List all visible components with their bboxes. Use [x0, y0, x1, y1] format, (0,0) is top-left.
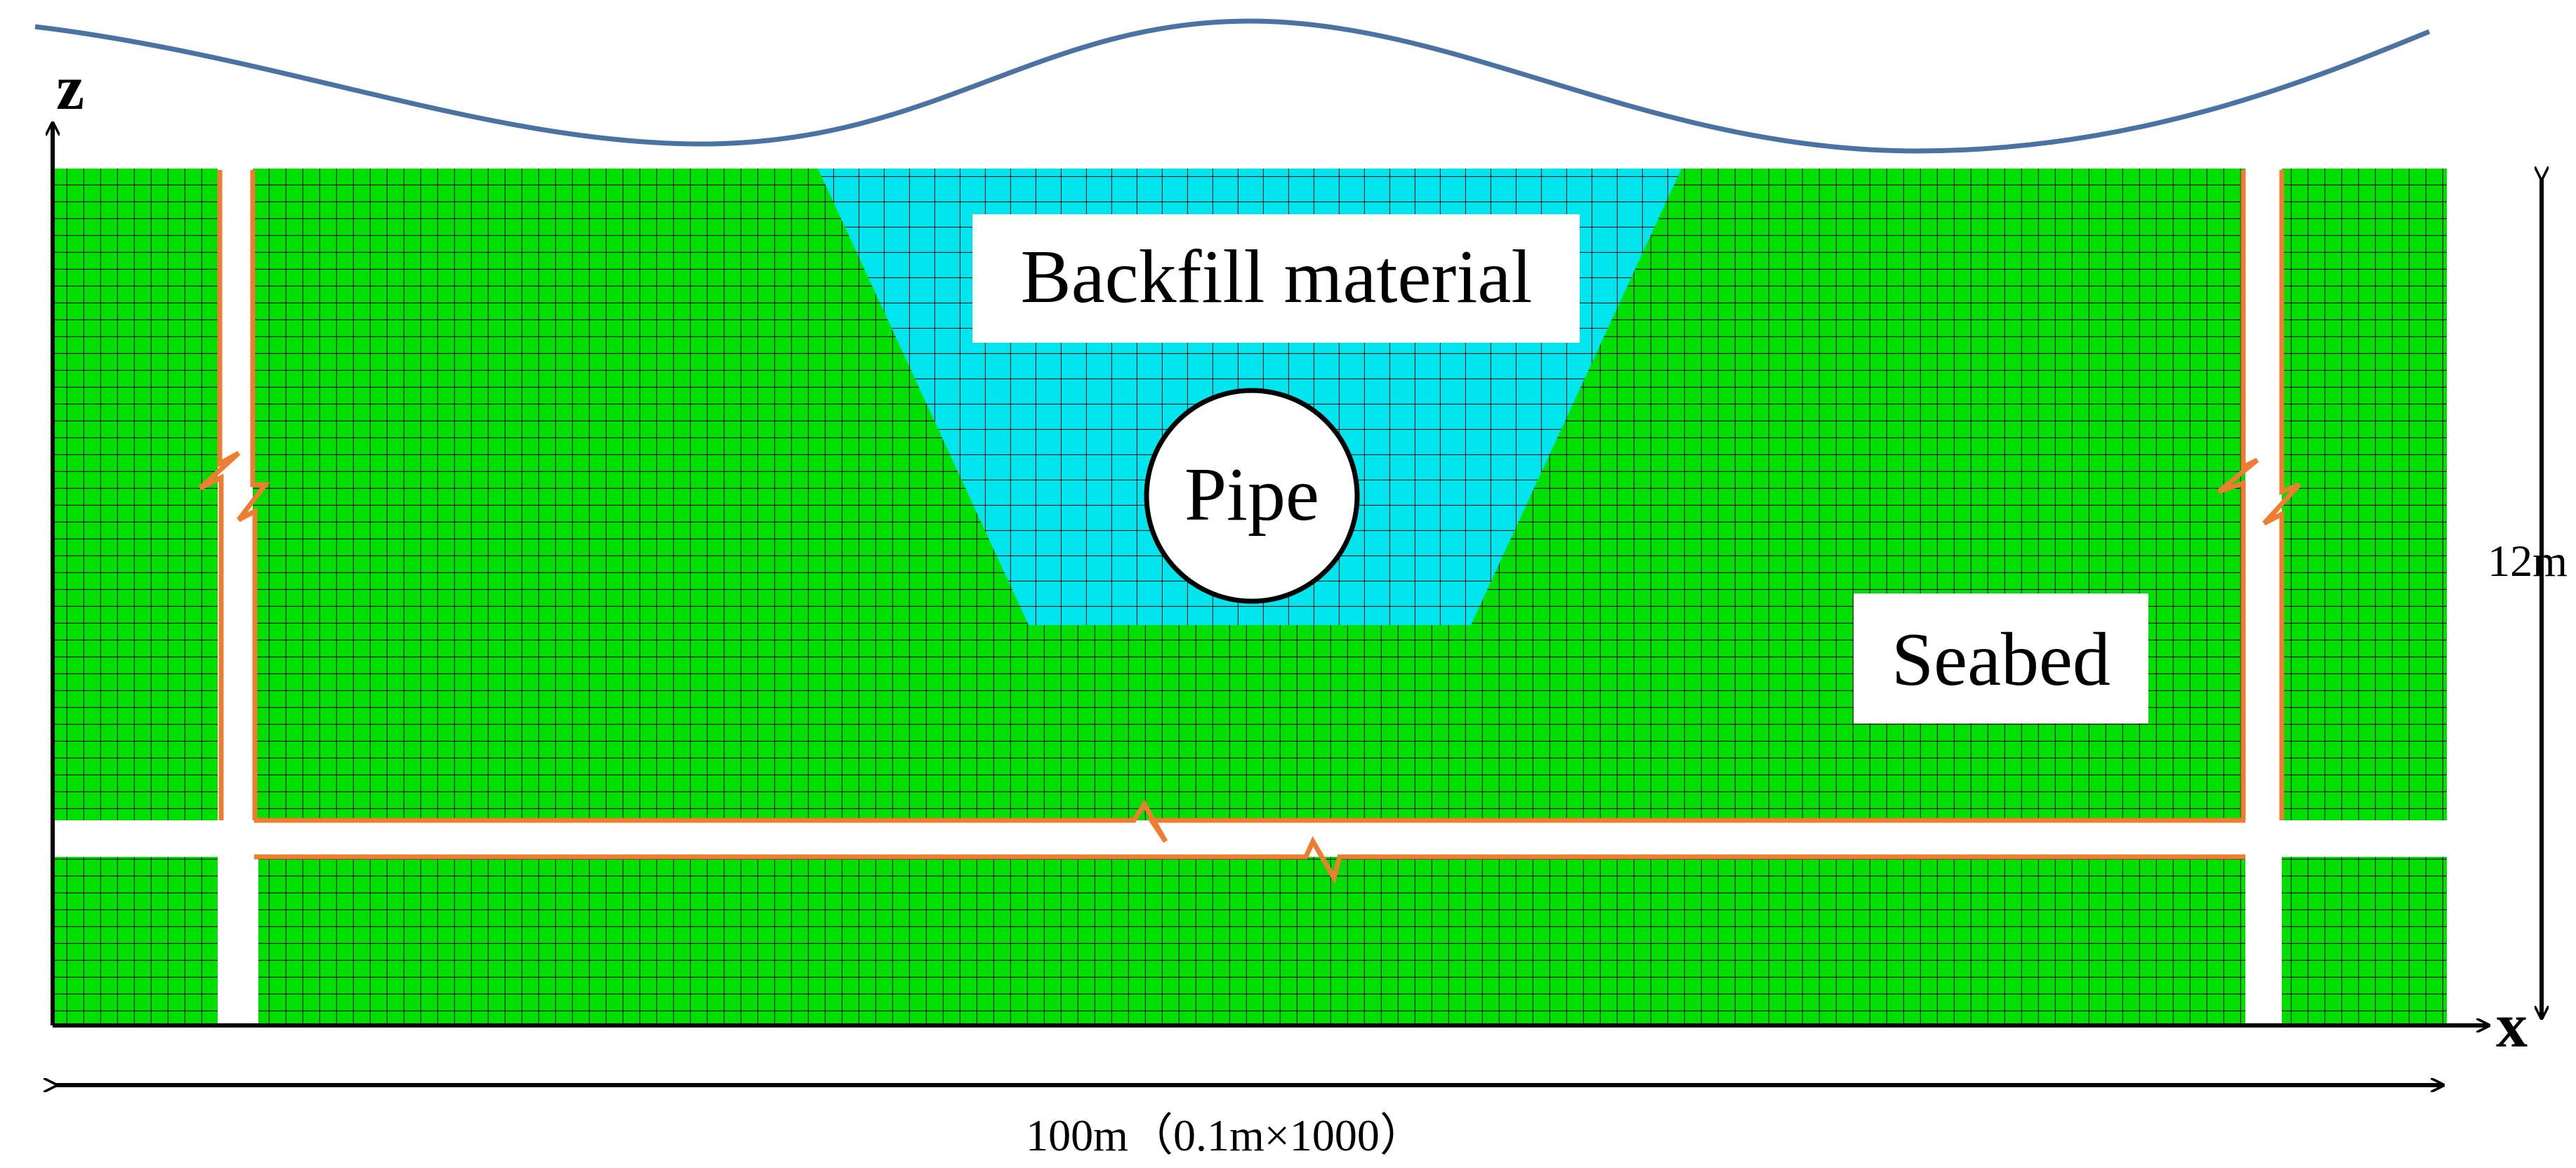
seabed-label-box	[1854, 593, 2148, 723]
x-axis-label: x	[2496, 991, 2528, 1061]
interface-right-a	[2217, 170, 2259, 820]
interface-left-a	[198, 170, 241, 820]
pipe	[1144, 388, 1360, 604]
z-axis-label: z	[56, 53, 84, 123]
lower-seabed-block	[258, 857, 2245, 1025]
far-field-left-upper	[53, 169, 218, 820]
far-field-right-lower	[2282, 857, 2447, 1025]
height-dimension-label: 12m	[2488, 536, 2568, 586]
far-field-right-upper	[2282, 169, 2447, 820]
interface-horizontal-lower	[254, 836, 2245, 885]
interface-right-b	[2262, 170, 2301, 820]
width-dimension-label: 100m（0.1m×1000）	[1026, 1110, 1425, 1160]
interface-horizontal-upper	[254, 799, 2245, 843]
wave-surface	[34, 18, 2431, 154]
backfill-label-box	[972, 214, 1580, 343]
seabed-label: Seabed	[1891, 618, 2111, 702]
interface-left-b	[237, 170, 271, 820]
pipe-label: Pipe	[1184, 453, 1319, 537]
backfill-label: Backfill material	[1021, 235, 1533, 319]
far-field-left-lower	[53, 857, 218, 1025]
